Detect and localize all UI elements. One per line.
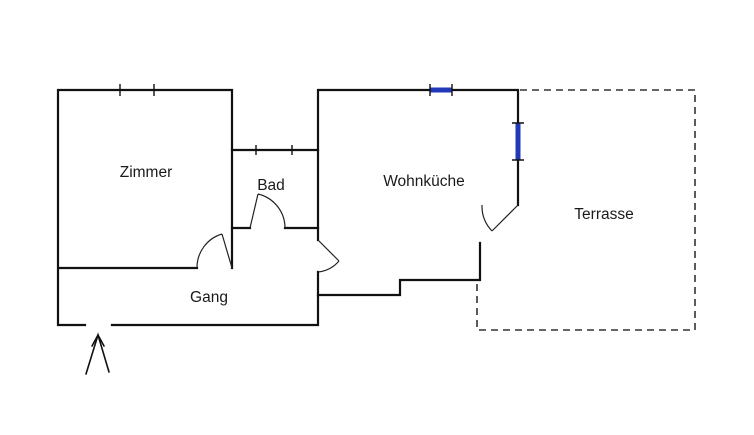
entrance-arrow-icon [85, 332, 110, 375]
bad-top-ticks [255, 145, 293, 155]
wohnkueche-top-window-ticks [429, 84, 453, 96]
walls [56, 88, 520, 327]
wohnkueche-right-window-ticks [512, 122, 524, 161]
room-label-zimmer: Zimmer [120, 164, 173, 181]
terrasse-door [481, 204, 519, 232]
zimmer-door [196, 233, 233, 269]
terrasse-outline [476, 89, 696, 331]
room-label-wohnkueche: Wohnküche [383, 173, 465, 190]
bad-door [249, 193, 286, 229]
room-labels: Zimmer Bad Wohnküche Gang Terrasse [120, 164, 634, 306]
room-label-bad: Bad [257, 177, 285, 194]
entrance-arrow-legs [85, 332, 110, 375]
room-label-gang: Gang [190, 289, 228, 306]
room-label-terrasse: Terrasse [574, 206, 633, 223]
zimmer-window [119, 84, 155, 96]
wohnkueche-door [317, 239, 340, 273]
bad-walls [230, 148, 320, 230]
entrance-arrow-head [91, 334, 105, 347]
doors [196, 193, 519, 273]
windows [119, 84, 524, 161]
wohnkueche-walls [316, 88, 520, 297]
